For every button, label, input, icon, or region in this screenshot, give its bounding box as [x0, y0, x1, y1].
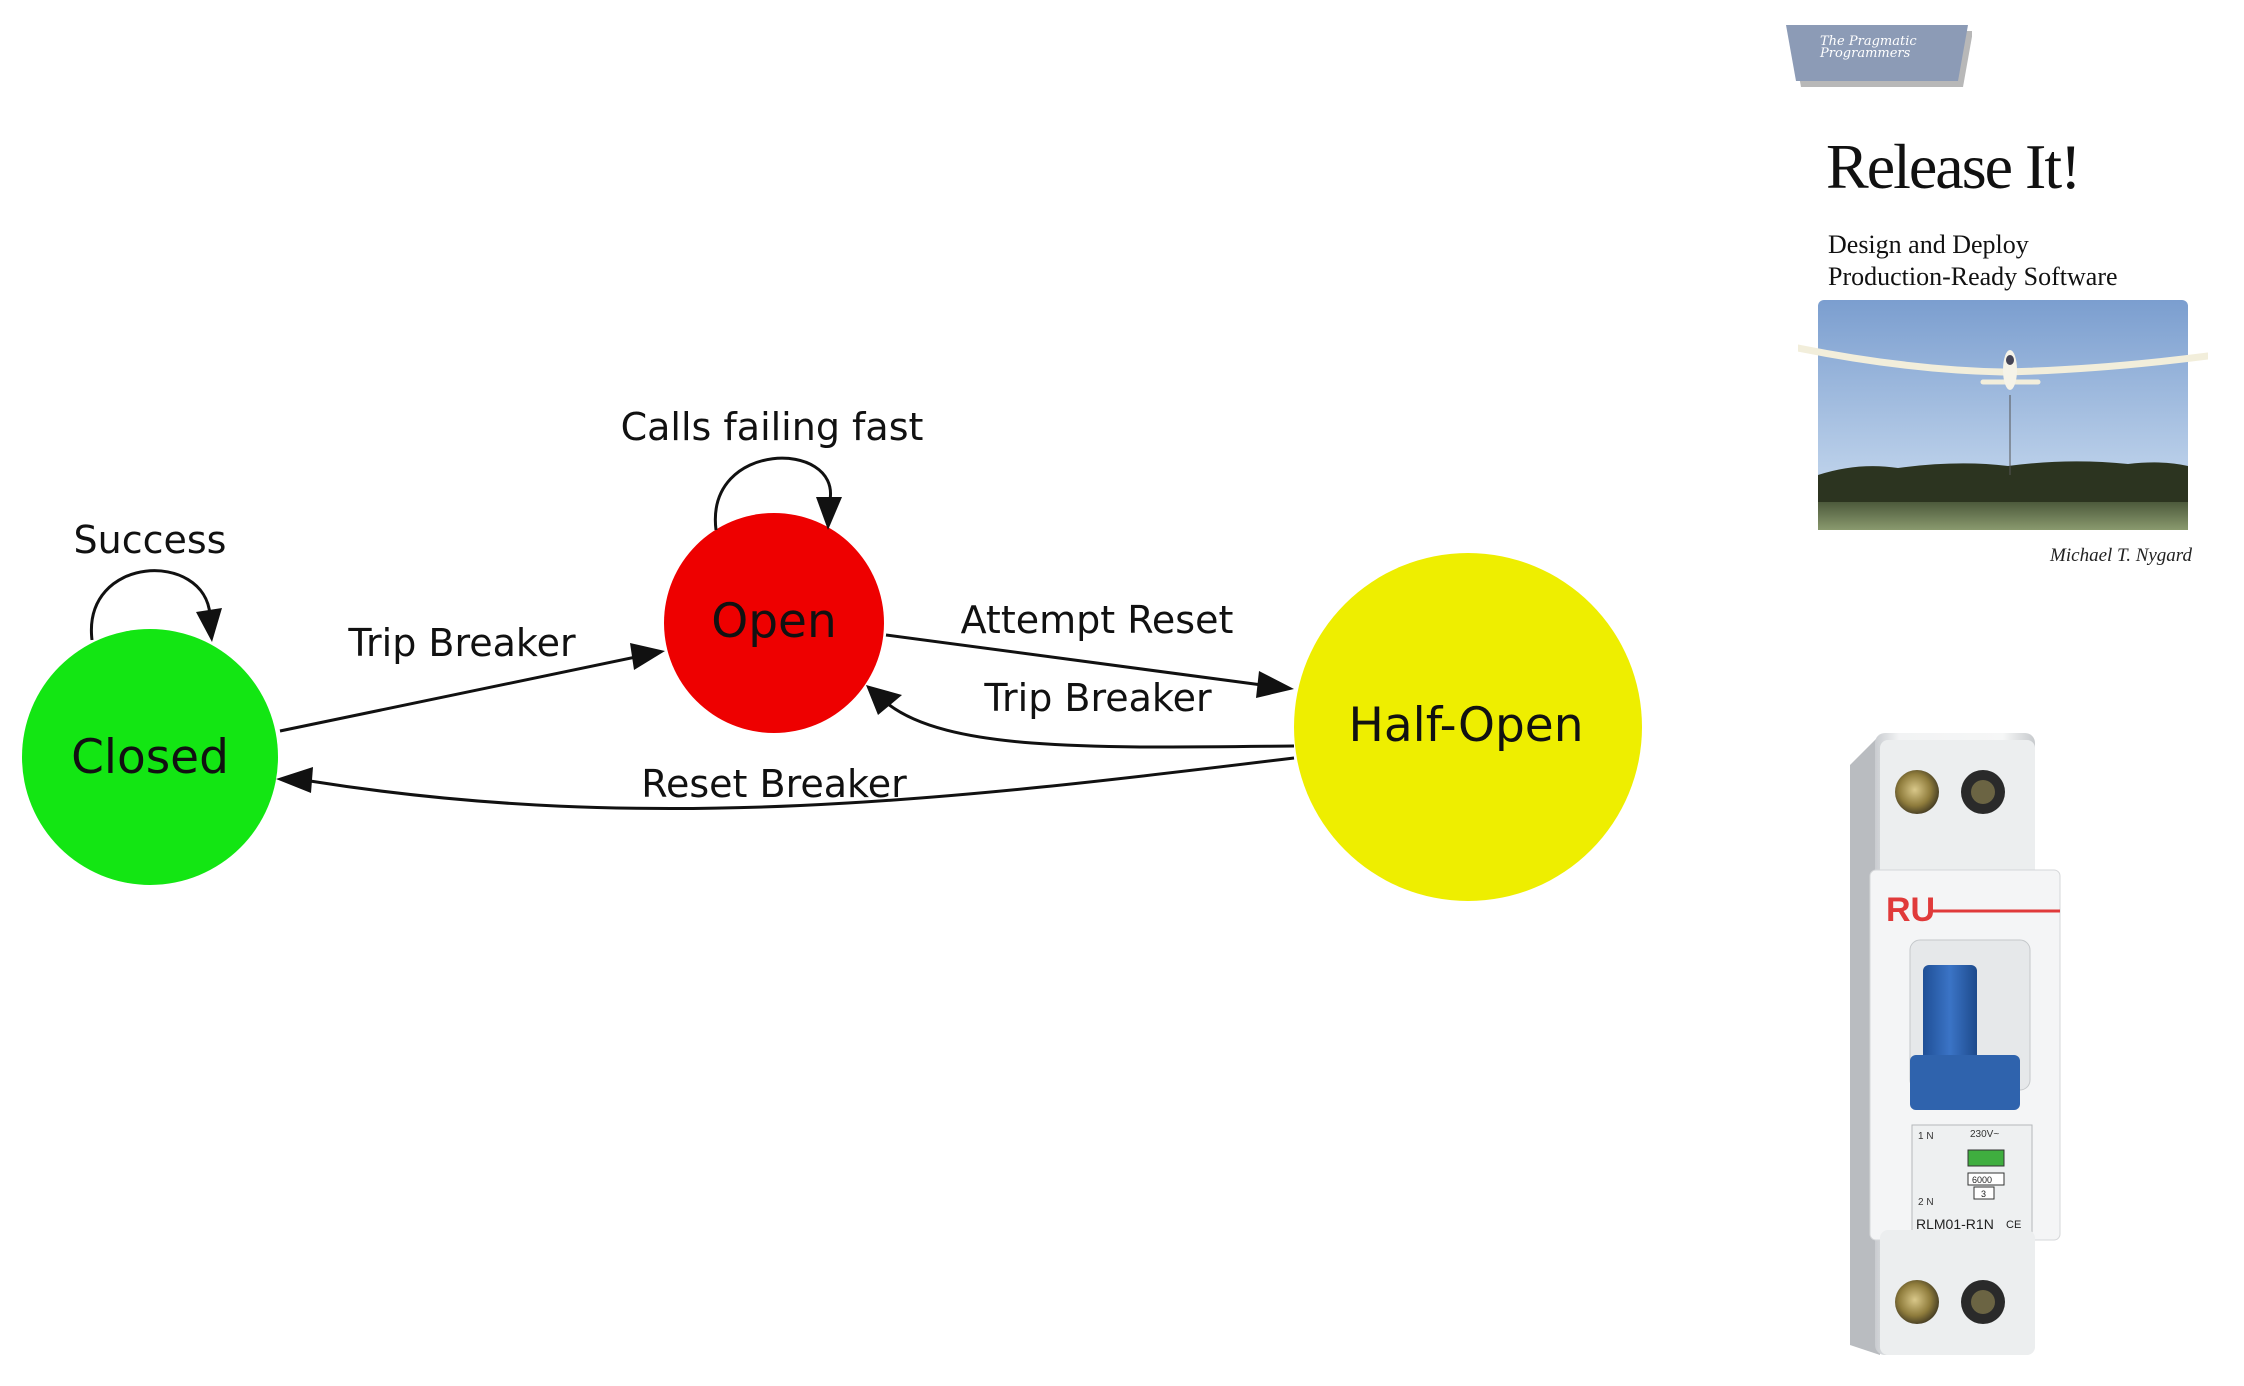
voltage-label: 230V~ [1970, 1129, 1999, 1140]
attempt-reset-edge [885, 633, 1263, 687]
terminal-bottom-label: 2 N [1918, 1197, 1934, 1208]
reset-breaker-edge-label: Reset Breaker [641, 762, 907, 806]
reset-breaker-arrowhead [276, 767, 313, 793]
ce-mark: CE [2006, 1219, 2021, 1231]
closed-state-label: Closed [71, 730, 229, 785]
book-subtitle-line-2: Production-Ready Software [1828, 262, 2118, 291]
trip-breaker-closed-to-open-edge [279, 655, 637, 733]
breaker-brand-label: RU [1886, 891, 1935, 929]
book-subtitle-line-1: Design and Deploy [1828, 230, 2029, 259]
bottom-screw-left [1895, 1280, 1939, 1324]
pragmatic-programmers-badge [1786, 25, 1972, 87]
success-arrowhead [196, 608, 222, 642]
rating-label: 6000 [1972, 1175, 1992, 1185]
glider-photo [1798, 300, 2208, 530]
attempt-reset-edge-label: Attempt Reset [961, 598, 1234, 642]
closed-state-node [22, 629, 278, 885]
trip-breaker-half-open-to-open-arrowhead [866, 685, 902, 715]
circuit-breaker-photo: RU 1 N 230V~ 6000 3 2 N RLM01-R1N CE [1850, 733, 2061, 1355]
attempt-reset-arrowhead [1256, 671, 1294, 698]
calls-failing-fast-edge-label: Calls failing fast [621, 405, 924, 449]
terminal-top-label: 1 N [1918, 1131, 1934, 1142]
calls-failing-fast-arrowhead [816, 497, 842, 530]
trip-breaker-closed-to-open-label: Trip Breaker [347, 621, 576, 665]
trip-breaker-half-open-to-open-edge [887, 702, 1295, 749]
trip-breaker-half-open-to-open-label: Trip Breaker [983, 676, 1212, 720]
book-author: Michael T. Nygard [2050, 545, 2192, 566]
half-open-state-node [1294, 553, 1642, 901]
open-state-label: Open [711, 594, 837, 649]
model-label: RLM01-R1N [1916, 1216, 1994, 1232]
calls-failing-fast-self-loop [714, 456, 832, 531]
book-title: Release It! [1826, 131, 2081, 202]
class-label: 3 [1981, 1189, 1986, 1199]
half-open-state-label: Half-Open [1349, 698, 1584, 753]
reset-breaker-edge [309, 756, 1295, 811]
top-screw-left [1895, 770, 1939, 814]
release-it-book-cover: The Pragmatic Programmers Release It! De… [1780, 20, 2220, 580]
circuit-breaker-state-diagram: Closed Open Half-Open Success Calls fail… [22, 405, 1642, 901]
open-state-node [664, 513, 884, 733]
publisher-logo-text: The Pragmatic Programmers [1820, 34, 1917, 61]
trip-breaker-closed-to-open-arrowhead [630, 643, 665, 670]
success-edge-label: Success [74, 518, 227, 562]
success-self-loop [90, 569, 212, 641]
